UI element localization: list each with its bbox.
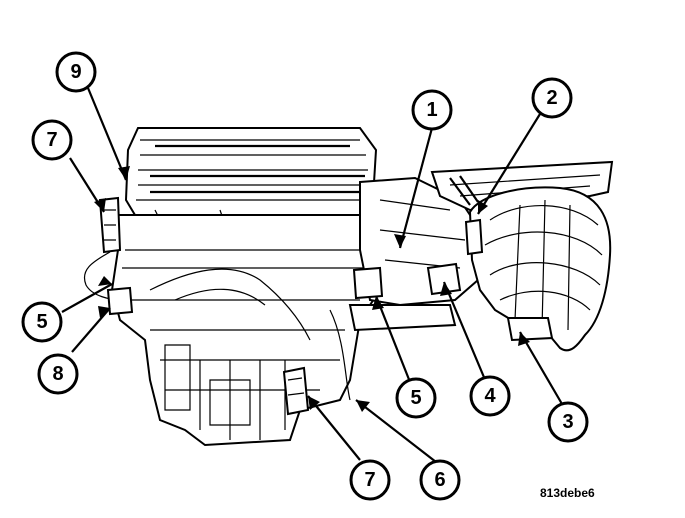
figure-code: 813debe6 [540,486,595,500]
callout-8-label: 8 [52,363,63,385]
callout-3-label: 3 [562,411,573,433]
leader-5b [374,295,412,383]
callout-5b: 5 [395,377,437,419]
leader-6 [355,399,437,463]
callout-6: 6 [419,459,461,501]
distribution-duct [352,176,482,307]
leader-arrowheads [94,166,530,412]
callout-5a: 5 [21,301,63,343]
leader-9 [86,87,128,181]
callout-1-label: 1 [426,99,437,121]
hvac-housing [83,127,457,447]
leader-4 [442,281,488,383]
callout-3: 3 [547,401,589,443]
callout-7a-label: 7 [46,129,57,151]
leader-2 [477,113,541,215]
callout-7b-label: 7 [364,469,375,491]
leader-8 [71,307,111,353]
leader-5a [61,283,113,313]
callout-1: 1 [411,89,453,131]
callout-7b: 7 [349,459,391,501]
callout-4-label: 4 [484,385,496,407]
callout-7a: 7 [31,119,73,161]
callout-5b-label: 5 [410,387,421,409]
callout-2: 2 [531,77,573,119]
callout-9a: 9 [55,51,97,93]
callout-2-label: 2 [546,87,557,109]
callout-9a-label: 9 [70,61,81,83]
callout-5a-label: 5 [36,311,47,333]
callout-8: 8 [37,353,79,395]
callout-4: 4 [469,375,511,417]
callout-6-label: 6 [434,469,445,491]
leader-3 [519,331,563,405]
leader-7b [307,395,361,461]
blower-housing [430,160,614,352]
leader-1 [398,127,434,249]
